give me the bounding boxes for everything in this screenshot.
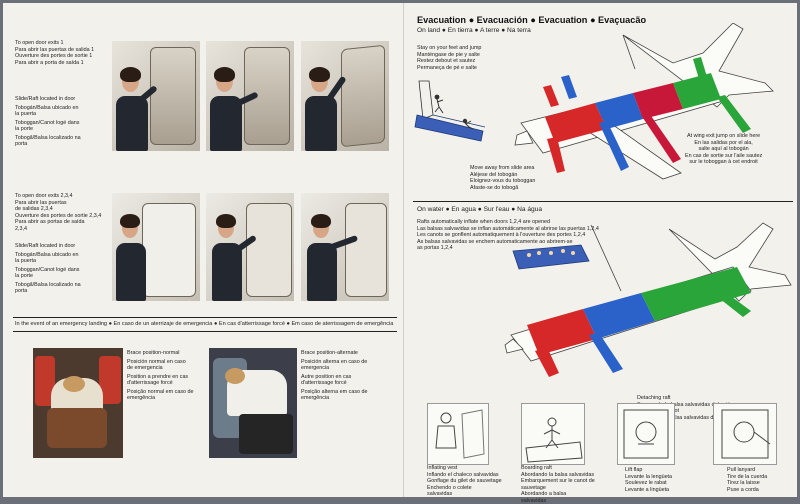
water-rule: [413, 201, 793, 202]
wing-exit-instructions: At wing exit jump on slide here En las s…: [685, 133, 763, 165]
card-fold: [403, 3, 404, 497]
slide234-instructions: Slide/Raft located in door Tobogán/Balsa…: [15, 243, 81, 294]
move-away-instructions: Move away from slide area Aléjese del to…: [470, 165, 536, 191]
brace-normal-instructions: Brace position-normal Posición normal en…: [127, 350, 194, 401]
door1-instructions: To open door exits 1 Para abrir las puer…: [15, 40, 95, 66]
slide-jump-illustration: [414, 80, 486, 142]
pull-lanyard-sketch: [713, 403, 777, 465]
pull-lanyard-caption: Pull lanyard Tire de la cuerda Tirez la …: [727, 467, 768, 493]
inflating-vest-sketch: [427, 403, 489, 465]
door234-photo-3: [301, 193, 389, 301]
brace-normal-photo: [33, 348, 123, 458]
brace-alternate-photo: [209, 348, 297, 458]
evacuation-title: Evacuation ● Evacuación ● Evacuation ● E…: [417, 15, 647, 25]
landing-rule-bottom: [13, 331, 397, 332]
safety-card: To open door exits 1 Para abrir las puer…: [3, 3, 797, 504]
door234-photo-1: [112, 193, 200, 301]
landing-rule-top: [13, 317, 397, 318]
door1-photo-2: [206, 41, 294, 151]
stay-on-feet-instructions: Stay on your feet and jump Manténgase de…: [417, 45, 482, 71]
lift-flap-sketch: [617, 403, 675, 465]
door234-photo-2: [206, 193, 294, 301]
lift-flap-caption: Lift flap Levante la lengüeta Soulevez l…: [625, 467, 673, 493]
boarding-raft-sketch: [521, 403, 585, 465]
inflating-vest-caption: Inflating vest Inflando el chaleco salva…: [427, 465, 502, 497]
rafts-inflate-instructions: Rafts automatically inflate when doors 1…: [417, 219, 599, 251]
raft-illustration: [512, 244, 590, 270]
door1-photo-3: [301, 41, 389, 151]
on-water-heading: On water ● En agua ● Sur l'eau ● Na água: [417, 206, 543, 213]
boarding-raft-caption: Boarding raft Abordando la balsa salvavi…: [521, 465, 595, 504]
land-evacuation-diagram: [514, 23, 774, 180]
door1-photo-1: [112, 41, 200, 151]
on-land-heading: On land ● En tierra ● A terre ● Na terra: [417, 27, 531, 34]
water-evacuation-diagram: [504, 222, 792, 377]
slide1-instructions: Slide/Raft located in door Tobogán/Balsa…: [15, 96, 81, 147]
emergency-landing-heading: In the event of an emergency landing ● E…: [15, 321, 394, 327]
door234-instructions: To open door exits 2,3,4 Para abrir las …: [15, 193, 102, 232]
brace-alternate-instructions: Brace position-alternate Posición altern…: [301, 350, 368, 401]
